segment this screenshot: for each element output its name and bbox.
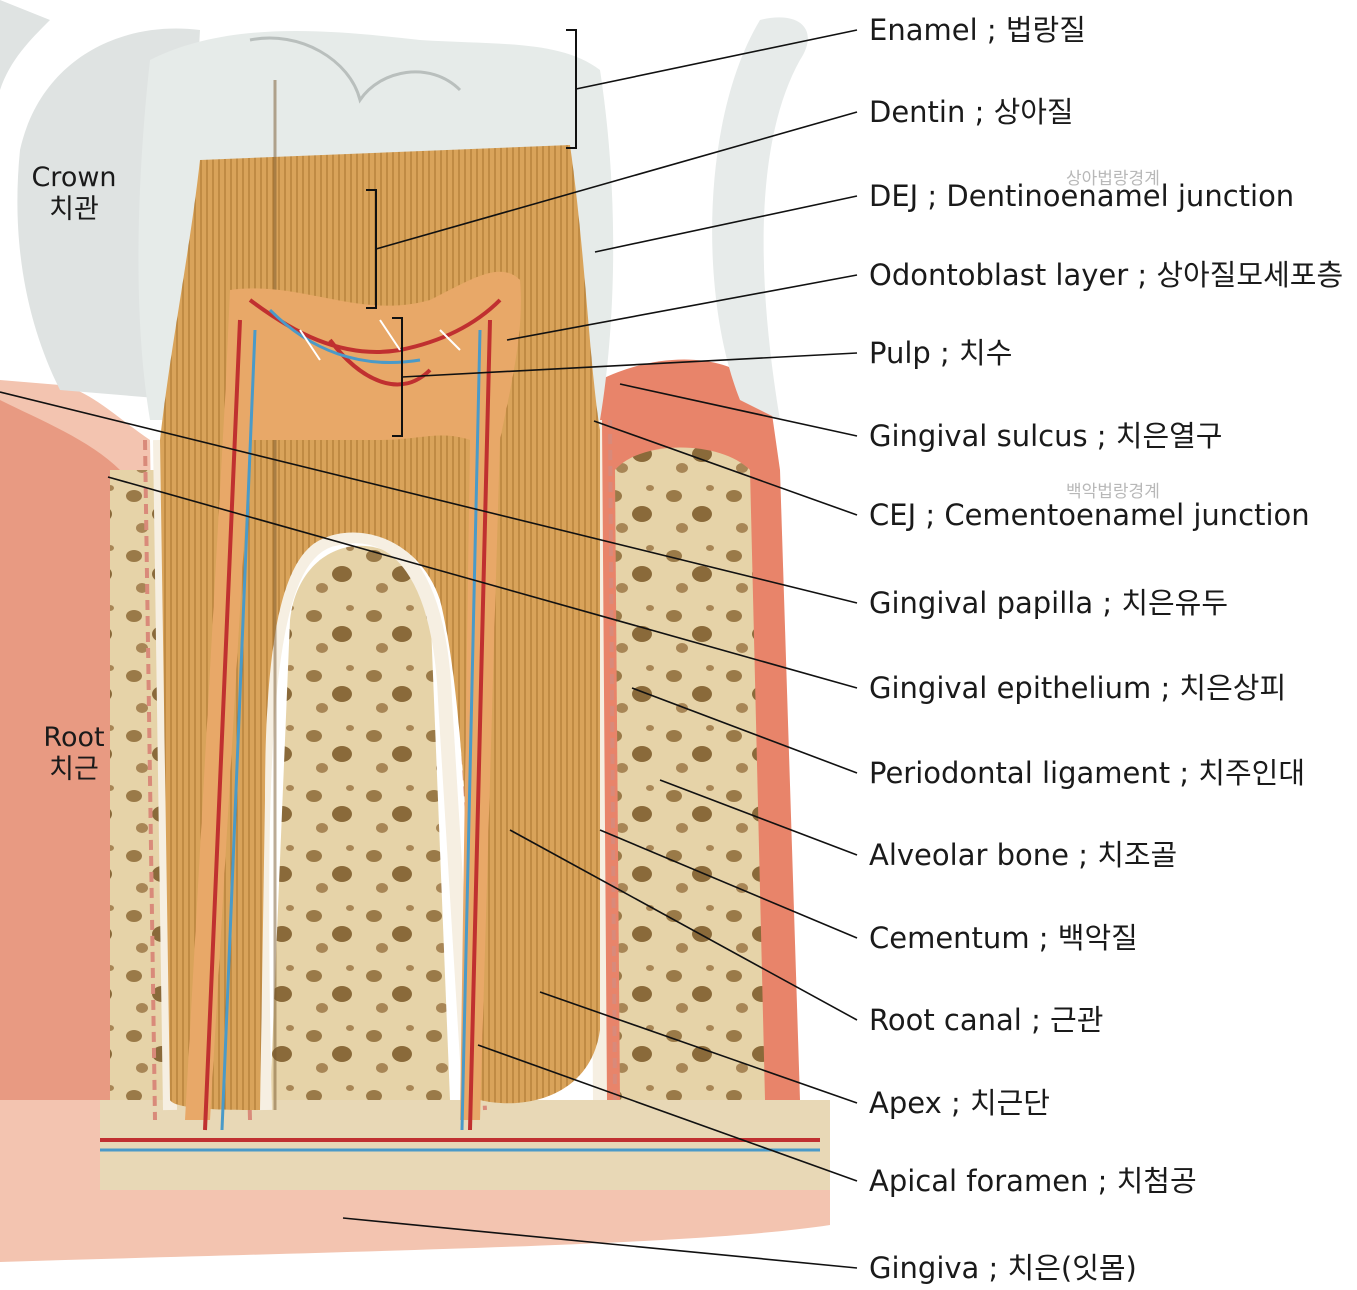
crown-label: Crown 치관: [26, 162, 122, 226]
label-odontoblast-layer: Odontoblast layer ; 상아질모세포층: [869, 257, 1343, 293]
label-apex: Apex ; 치근단: [869, 1085, 1050, 1121]
label-root-canal: Root canal ; 근관: [869, 1002, 1103, 1038]
label-apical-foramen: Apical foramen ; 치첨공: [869, 1163, 1197, 1199]
label-gingiva: Gingiva ; 치은(잇몸): [869, 1250, 1137, 1286]
label-gingival-papilla: Gingival papilla ; 치은유두: [869, 585, 1228, 621]
label-periodontal-ligament: Periodontal ligament ; 치주인대: [869, 755, 1305, 791]
label-pulp: Pulp ; 치수: [869, 335, 1012, 371]
root-label-ko: 치근: [26, 754, 122, 786]
label-enamel: Enamel ; 법랑질: [869, 12, 1086, 48]
crown-label-ko: 치관: [26, 194, 122, 226]
alveolar-bone-center: [270, 546, 450, 1100]
crown-label-en: Crown: [26, 162, 122, 194]
label-dej: DEJ ; Dentinoenamel junction: [869, 178, 1294, 214]
label-cementum: Cementum ; 백악질: [869, 920, 1138, 956]
label-gingival-epithelium: Gingival epithelium ; 치은상피: [869, 670, 1286, 706]
root-label: Root 치근: [26, 722, 122, 786]
alveolar-bone-right: [615, 448, 765, 1101]
label-cej: CEJ ; Cementoenamel junction: [869, 497, 1310, 533]
label-dentin: Dentin ; 상아질: [869, 94, 1074, 130]
label-gingival-sulcus: Gingival sulcus ; 치은열구: [869, 418, 1223, 454]
root-label-en: Root: [26, 722, 122, 754]
label-alveolar-bone: Alveolar bone ; 치조골: [869, 837, 1177, 873]
